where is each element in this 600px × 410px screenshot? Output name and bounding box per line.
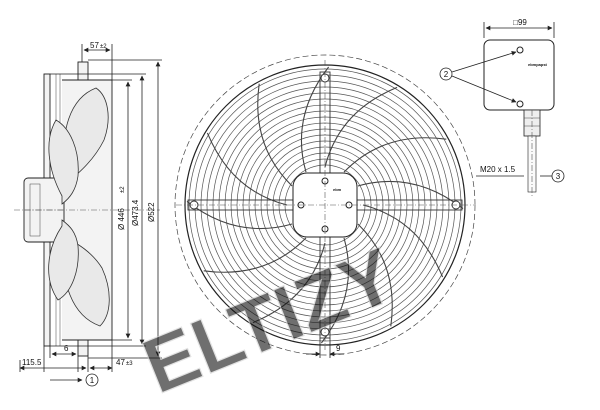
callout-2-label: 2 xyxy=(444,70,449,79)
side-view: Ø 446 ±2 Ø473.4 Ø522 57 ±2 6 115.5 47 ±3 xyxy=(14,41,162,387)
dim-bottom-a: 6 xyxy=(64,344,69,353)
callout-3-circle xyxy=(551,169,565,183)
guard-spoke xyxy=(203,237,307,273)
outer-boundary xyxy=(174,54,476,356)
guard-spoke xyxy=(357,223,393,327)
blade-back xyxy=(48,219,79,301)
dim-top-offset-tol: ±2 xyxy=(100,44,107,50)
terminal-box-brand: ebmpapst xyxy=(528,62,548,67)
dim-top-offset: 57 xyxy=(90,41,99,50)
dim-thread: M20 x 1.5 xyxy=(480,165,516,174)
callout-3-label: 3 xyxy=(556,172,561,181)
callout-1-circle xyxy=(85,373,99,387)
dim-dia-outer: Ø522 xyxy=(147,202,156,222)
dim-bottom-c: 47 xyxy=(116,358,125,367)
dim-dia-inner-tol: ±2 xyxy=(120,186,126,193)
guard-spoke xyxy=(186,200,293,230)
dim-dia-mid: Ø473.4 xyxy=(131,199,140,226)
terminal-box-body xyxy=(483,39,555,111)
dim-bracket-width: 9 xyxy=(336,344,341,353)
dim-dia-inner: Ø 446 xyxy=(117,208,126,230)
motor-brand: ebm xyxy=(333,187,342,192)
guard-spoke xyxy=(257,83,293,187)
watermark: ELTIZY xyxy=(131,230,408,410)
dim-bottom-b: 115.5 xyxy=(22,358,42,367)
dim-bottom-c-tol: ±3 xyxy=(126,361,133,367)
callout-2-circle xyxy=(439,67,453,81)
guard-spoke xyxy=(362,204,444,278)
mount-foot-top xyxy=(77,61,89,81)
terminal-box: ebmpapst □99 2 M20 x 1.5 3 xyxy=(439,18,565,196)
guard-spoke xyxy=(343,137,447,173)
guard-spoke xyxy=(324,86,398,168)
dim-box-size: □99 xyxy=(513,18,527,27)
mount-foot-bottom xyxy=(77,337,89,357)
callout-1-label: 1 xyxy=(90,376,95,385)
front-view: ebm 9 xyxy=(174,54,476,358)
guard-spoke xyxy=(252,242,326,324)
blade-mid xyxy=(48,119,79,205)
guard-spoke xyxy=(206,132,288,206)
guard-spoke xyxy=(357,180,464,210)
